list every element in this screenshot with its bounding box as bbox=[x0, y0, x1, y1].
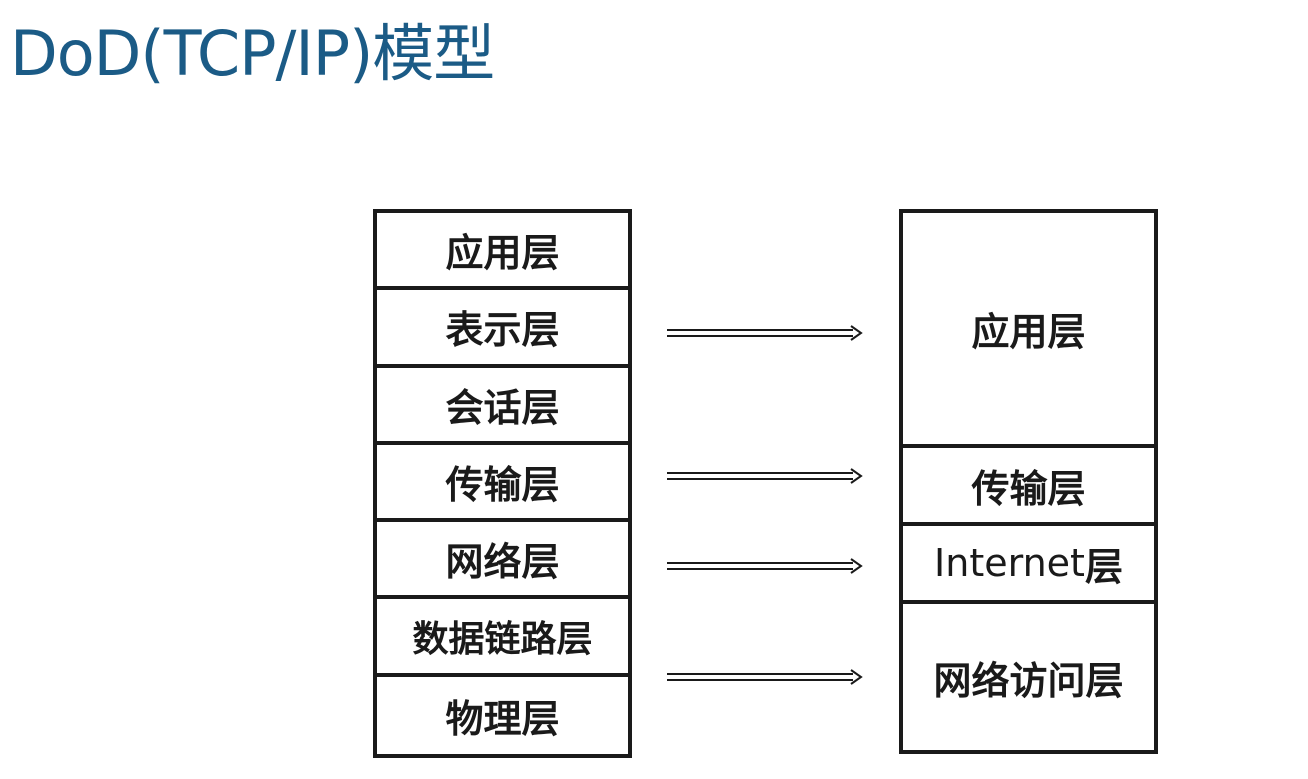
osi-layer-physical: 物理层 bbox=[445, 696, 560, 741]
tcpip-layer-internet-prefix: Internet bbox=[934, 541, 1085, 585]
osi-layer-session: 会话层 bbox=[377, 368, 628, 445]
mapping-arrow-application bbox=[667, 325, 863, 341]
mapping-arrow-internet bbox=[667, 558, 863, 574]
osi-layer-application: 应用层 bbox=[377, 213, 628, 291]
tcpip-layer-internet-suffix: 层 bbox=[1084, 544, 1123, 589]
osi-layer-stack: 应用层 表示层 会话层 传输层 网络层 数据链路层 物理层 bbox=[373, 209, 632, 758]
osi-layer-transport: 传输层 bbox=[377, 445, 628, 523]
tcpip-layer-transport: 传输层 bbox=[903, 448, 1154, 526]
mapping-arrow-network-access bbox=[667, 669, 863, 685]
tcpip-layer-application: 应用层 bbox=[903, 213, 1154, 448]
mapping-arrow-transport bbox=[667, 468, 863, 484]
tcpip-layer-network-access: 网络访问层 bbox=[933, 658, 1124, 703]
osi-layer-network: 网络层 bbox=[377, 522, 628, 600]
page-title: DoD(TCP/IP)模型 bbox=[10, 17, 495, 90]
osi-layer-presentation: 表示层 bbox=[377, 290, 628, 368]
osi-layer-data-link: 数据链路层 bbox=[377, 599, 628, 677]
